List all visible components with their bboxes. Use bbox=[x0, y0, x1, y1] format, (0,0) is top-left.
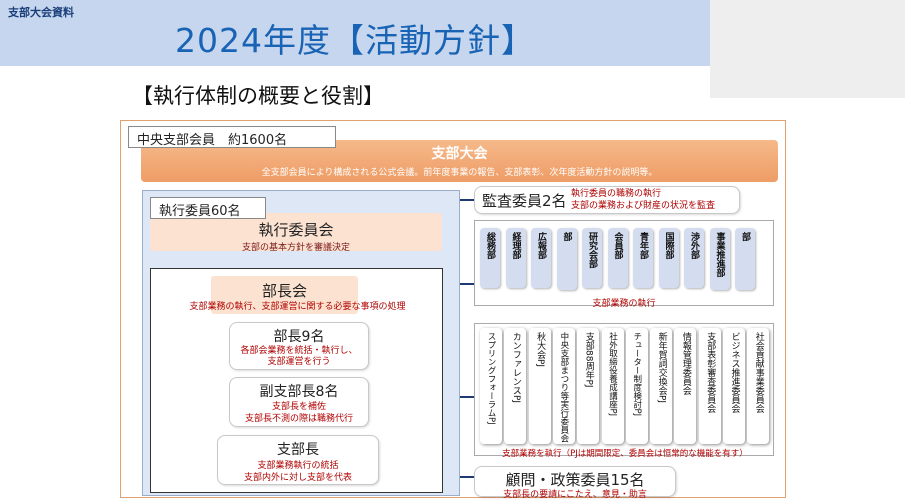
branch-head-title: 支部長 bbox=[277, 442, 319, 458]
dept-heads-box: 部長9名 各部会業務を統括・執行し、 支部運営を行う bbox=[229, 322, 369, 370]
department-label: 会員部 bbox=[612, 232, 623, 259]
project-label: ビジネス推進委員会 bbox=[729, 332, 740, 413]
advisors-title: 顧問・政策委員15名 bbox=[505, 471, 645, 489]
project-card: 支部88周年PJ bbox=[577, 328, 600, 444]
section-heading: 【執行体制の概要と役割】 bbox=[132, 84, 384, 108]
vice-heads-desc-2: 支部長不測の際は職務代行 bbox=[244, 414, 353, 424]
project-card: スプリングフォーラムPJ bbox=[480, 328, 502, 444]
project-label: 中央支部まつり等実行委員会 bbox=[558, 332, 569, 443]
header-band bbox=[0, 0, 710, 66]
project-label: 支部表彰審査委員会 bbox=[705, 332, 716, 413]
project-card: ビジネス推進委員会 bbox=[723, 328, 745, 444]
chiefs-council: 部長会 bbox=[211, 276, 358, 314]
project-label: 社会貢献事業委員会 bbox=[753, 332, 764, 413]
dept-heads-desc-1: 各部会業務を統括・執行し、 bbox=[240, 346, 358, 356]
project-label: 支部88周年PJ bbox=[583, 332, 594, 388]
project-label: 社外取締役養成講座PJ bbox=[607, 332, 618, 417]
branch-head-box: 支部長 支部業務執行の統括 支部内外に対し支部を代表 bbox=[217, 435, 379, 485]
department-card: 実務従事支援部 bbox=[735, 228, 755, 290]
project-card: 新年賀詞交換会PJ bbox=[650, 328, 673, 444]
project-card: カンファレンスPJ bbox=[504, 328, 527, 444]
department-card: 経理部 bbox=[505, 228, 526, 288]
project-card: 情報管理委員会 bbox=[674, 328, 697, 444]
project-label: 秋大会PJ bbox=[535, 332, 546, 368]
audit-desc-1: 執行委員の職務の執行 bbox=[571, 189, 662, 199]
general-assembly-title: 支部大会 bbox=[431, 146, 488, 162]
department-card: 研究会部 bbox=[582, 228, 602, 288]
projects-caption: 支部業務を執行（PJは期間限定、委員会は恒常的な機能を有す） bbox=[502, 449, 748, 459]
department-card: 会員部 bbox=[607, 228, 628, 288]
department-card: 渉外部 bbox=[684, 228, 704, 288]
dept-heads-title: 部長9名 bbox=[273, 329, 325, 345]
vice-heads-desc-1: 支部長を補佐 bbox=[271, 402, 326, 412]
department-label: 広報部 bbox=[536, 232, 546, 259]
page-title: 2024年度【活動方針】 bbox=[175, 21, 535, 60]
general-assembly-desc: 全支部会員により構成される公式会議。前年度事業の報告、支部表彰、次年度活動方針の… bbox=[261, 168, 658, 178]
department-label: 経理部 bbox=[510, 232, 521, 259]
project-card: 社外取締役養成講座PJ bbox=[601, 328, 624, 444]
audit-desc: 執行委員の職務の執行 支部の業務および財産の状況を監査 bbox=[571, 188, 715, 212]
project-card: 中央支部まつり等実行委員会 bbox=[552, 328, 575, 444]
department-card: 事業推進部 bbox=[709, 228, 730, 290]
project-card: 社会貢献事業委員会 bbox=[747, 328, 770, 444]
project-label: チューター制度検討PJ bbox=[631, 332, 642, 417]
executive-label: 執行委員60名 bbox=[150, 197, 266, 219]
department-card: 総務部 bbox=[480, 228, 500, 288]
project-label: スプリングフォーラムPJ bbox=[486, 332, 496, 425]
document-label: 支部大会資料 bbox=[8, 6, 74, 19]
department-card: 青年部 bbox=[633, 228, 653, 288]
vice-heads-title: 副支部長8名 bbox=[259, 384, 339, 400]
department-label: 研究会部 bbox=[587, 232, 597, 268]
dept-heads-desc-2: 支部運営を行う bbox=[267, 357, 331, 367]
department-label: 渉外部 bbox=[689, 232, 699, 259]
advisors-desc: 支部長の要請にこたえ、意見・助言 bbox=[503, 490, 647, 500]
department-label: 青年部 bbox=[638, 232, 648, 259]
project-label: 情報管理委員会 bbox=[680, 332, 691, 395]
department-card: 能力開発推進部 bbox=[556, 228, 577, 290]
department-card: 国際部 bbox=[658, 228, 679, 288]
executive-committee-title: 執行委員会 bbox=[258, 221, 334, 239]
department-label: 実務従事支援部 bbox=[740, 232, 750, 241]
branch-head-desc-2: 支部内外に対し支部を代表 bbox=[243, 473, 352, 483]
chiefs-council-desc: 支部業務の執行、支部運営に関する必要な事項の処理 bbox=[189, 302, 406, 312]
advisors-box bbox=[474, 466, 676, 497]
audit-box bbox=[474, 186, 740, 214]
project-label: カンファレンスPJ bbox=[510, 332, 521, 404]
vice-heads-box: 副支部長8名 支部長を補佐 支部長不測の際は職務代行 bbox=[229, 377, 369, 427]
audit-title: 監査委員2名 bbox=[482, 192, 567, 210]
project-card: 秋大会PJ bbox=[528, 328, 551, 444]
departments-caption: 支部業務の執行 bbox=[592, 299, 656, 309]
chiefs-council-title: 部長会 bbox=[261, 282, 307, 300]
project-card: 支部表彰審査委員会 bbox=[698, 328, 721, 444]
department-card: 広報部 bbox=[531, 228, 551, 288]
project-card: チューター制度検討PJ bbox=[625, 328, 648, 444]
executive-committee: 執行委員会 支部の基本方針を審議決定 bbox=[150, 213, 442, 253]
audit-desc-2: 支部の業務および財産の状況を監査 bbox=[571, 201, 716, 211]
department-label: 総務部 bbox=[485, 232, 495, 259]
executive-committee-desc: 支部の基本方針を審議決定 bbox=[241, 243, 350, 253]
project-label: 新年賀詞交換会PJ bbox=[656, 332, 667, 404]
department-label: 事業推進部 bbox=[714, 232, 725, 277]
department-label: 国際部 bbox=[663, 232, 674, 259]
members-label: 中央支部会員 約1600名 bbox=[128, 126, 336, 148]
department-label: 能力開発推進部 bbox=[561, 232, 572, 241]
header-right-panel bbox=[710, 0, 905, 98]
branch-head-desc-1: 支部業務執行の統括 bbox=[257, 461, 339, 471]
